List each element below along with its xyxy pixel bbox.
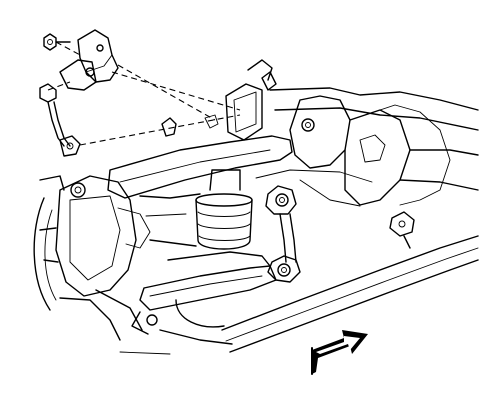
coil-spring (195, 169, 253, 250)
stabilizer-link (39, 83, 81, 157)
frame-rail (269, 87, 479, 206)
crossmember (119, 169, 373, 355)
brake-rotor (33, 197, 143, 341)
upper-control-arm (107, 59, 293, 199)
shock-absorber-mount (265, 185, 301, 283)
stabilizer-bracket (59, 29, 119, 91)
steering-knuckle (39, 175, 151, 297)
stabilizer-link-bolt (43, 33, 71, 51)
mount-bolt (161, 114, 219, 137)
stabilizer-bar (221, 211, 479, 353)
direction-arrow (311, 330, 368, 375)
lower-control-arm (131, 251, 277, 335)
assembly-guide-lines (47, 41, 241, 146)
